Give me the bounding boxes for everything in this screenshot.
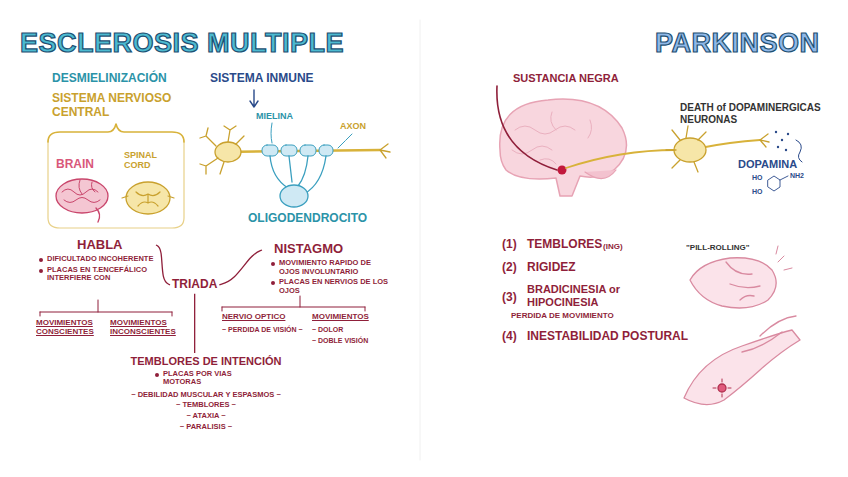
callout-number: (3) bbox=[502, 291, 517, 305]
part-label: MIELINA bbox=[256, 111, 293, 121]
node-item: ~ ATAXIA ~ bbox=[120, 412, 292, 421]
sub-item: MOVIMIENTOS bbox=[312, 312, 369, 321]
bracket-line bbox=[222, 296, 365, 311]
part-label: DOPAMINA bbox=[738, 158, 797, 171]
neuron bbox=[200, 123, 390, 207]
triad-connector bbox=[194, 294, 195, 353]
sub-item: MOVIMIENTOS INCONSCIENTES bbox=[110, 318, 182, 336]
symptom-group: TEMBLORES DE INTENCIÓN PLACAS POR VIAS MO… bbox=[118, 353, 294, 433]
node-item: PLACAS EN NERVIOS DE LOS OJOS bbox=[270, 278, 389, 295]
heading: SISTEMA NERVIOSO CENTRAL bbox=[52, 92, 187, 120]
note: PERDIDA DE MOVIMIENTO bbox=[511, 311, 614, 320]
note: ~ DOBLE VISIÓN bbox=[312, 337, 368, 345]
title: ESCLEROSIS MULTIPLE bbox=[20, 28, 344, 59]
callout-number: (4) bbox=[502, 330, 517, 344]
brain-icon bbox=[56, 179, 108, 222]
node-item: MOVIMIENTO RAPIDO DE OJOS INVOLUNTARIO bbox=[270, 259, 389, 276]
spinal-cord-icon bbox=[122, 182, 174, 214]
symptom: BRADICINESIA or HIPOCINESIA bbox=[527, 283, 642, 308]
symptom-group: HABLA DIFICULTADO INCOHERENTE PLACAS EN T.… bbox=[30, 236, 156, 285]
node-heading: TEMBLORES DE INTENCIÓN bbox=[120, 355, 292, 368]
node-item: ~ TEMBLORES ~ bbox=[120, 401, 292, 410]
hand-sketch bbox=[690, 246, 792, 308]
node-heading: HABLA bbox=[77, 238, 154, 253]
sub-item: MOVIMIENTOS CONSCIENTES bbox=[36, 318, 106, 336]
part-label: BRAIN bbox=[56, 158, 94, 172]
bracket-line bbox=[40, 300, 172, 316]
note: ~ DOLOR bbox=[312, 326, 343, 334]
node-item: PLACAS EN T.ENCEFÁLICO INTERFIERE CON bbox=[38, 266, 154, 283]
part-label: OLIGODENDROCITO bbox=[248, 212, 367, 226]
note: "PILL-ROLLING" bbox=[686, 243, 750, 252]
symptom: RIGIDEZ bbox=[527, 261, 576, 275]
bracket-box bbox=[48, 142, 184, 228]
note: (ING) bbox=[603, 242, 623, 251]
symptom-group: NISTAGMO MOVIMIENTO RAPIDO DE OJOS INVOLU… bbox=[262, 240, 391, 297]
chem-label: NH2 bbox=[790, 172, 804, 180]
chem-label: HO bbox=[752, 188, 763, 196]
part-label: DEATH of DOPAMINERGICAS NEURONAS bbox=[680, 102, 840, 125]
title: PARKINSON bbox=[655, 28, 820, 59]
note: ~ PERDIDA DE VISIÓN ~ bbox=[222, 326, 303, 334]
node-item: ~ PARALISIS ~ bbox=[120, 423, 292, 432]
callout-number: (1) bbox=[502, 238, 517, 252]
dopaminergic-neuron bbox=[666, 126, 802, 191]
bracket bbox=[48, 124, 184, 142]
arm-sketch bbox=[684, 316, 800, 405]
node-heading: NISTAGMO bbox=[274, 242, 389, 257]
node-item: PLACAS POR VIAS MOTORAS bbox=[154, 370, 258, 387]
arrow-down bbox=[250, 90, 258, 107]
part-label: SUSTANCIA NEGRA bbox=[513, 72, 619, 85]
part-label: AXON bbox=[340, 121, 366, 131]
node-heading: TRIADA bbox=[172, 278, 217, 292]
symptom: INESTABILIDAD POSTURAL bbox=[527, 330, 688, 344]
brain-illustration bbox=[497, 86, 676, 196]
callout-number: (2) bbox=[502, 261, 517, 275]
heading: DESMIELINIZACIÓN bbox=[52, 72, 167, 86]
triad-hub: TRIADA bbox=[170, 276, 219, 294]
triad-connector bbox=[219, 250, 262, 285]
symptom: TEMBLORES bbox=[527, 238, 602, 252]
part-label: SPINAL CORD bbox=[124, 150, 169, 171]
sub-item: NERVIO OPTICO bbox=[222, 312, 285, 321]
node-item: ~ DEBILIDAD MUSCULAR Y ESPASMOS ~ bbox=[120, 391, 292, 400]
node-item: DIFICULTADO INCOHERENTE bbox=[38, 255, 154, 264]
chem-label: HO bbox=[752, 174, 763, 182]
divider bbox=[420, 20, 421, 460]
triad-connector bbox=[156, 245, 170, 285]
heading: SISTEMA INMUNE bbox=[210, 72, 314, 86]
